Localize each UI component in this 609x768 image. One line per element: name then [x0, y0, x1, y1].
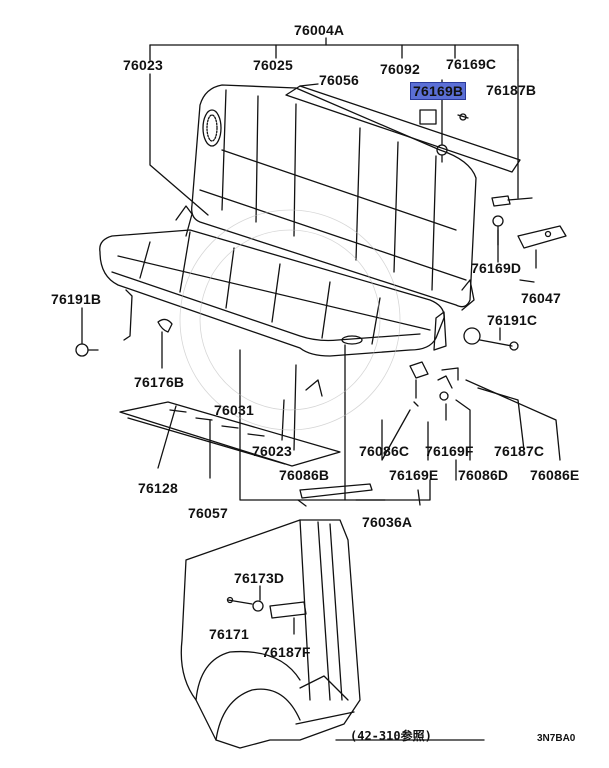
- part-label-76025[interactable]: 76025: [253, 57, 293, 73]
- figure-code: 3N7BA0: [537, 733, 576, 744]
- part-label-76004a[interactable]: 76004A: [294, 22, 345, 38]
- part-label-76047[interactable]: 76047: [521, 290, 561, 306]
- part-label-76056[interactable]: 76056: [319, 72, 359, 88]
- part-label-76086c[interactable]: 76086C: [359, 443, 410, 459]
- part-label-76191b[interactable]: 76191B: [51, 291, 102, 307]
- part-label-76169f[interactable]: 76169F: [425, 443, 474, 459]
- part-label-76169c[interactable]: 76169C: [446, 56, 497, 72]
- part-label-76036a[interactable]: 76036A: [362, 514, 413, 530]
- part-label-76057[interactable]: 76057: [188, 505, 228, 521]
- part-label-76169d[interactable]: 76169D: [471, 260, 522, 276]
- part-label-76031[interactable]: 76031: [214, 402, 254, 418]
- part-label-76169e[interactable]: 76169E: [389, 467, 439, 483]
- reference-note: (42-310参照): [350, 729, 432, 743]
- seat-cushion: [99, 229, 445, 357]
- part-label-76187b[interactable]: 76187B: [486, 82, 537, 98]
- part-label-76187c[interactable]: 76187C: [494, 443, 545, 459]
- part-label-76176b[interactable]: 76176B: [134, 374, 185, 390]
- part-label-76173d[interactable]: 76173D: [234, 570, 285, 586]
- part-label-76023-top[interactable]: 76023: [123, 57, 163, 73]
- seat-back: [191, 84, 477, 308]
- part-label-76171[interactable]: 76171: [209, 626, 249, 642]
- part-label-76086e[interactable]: 76086E: [530, 467, 580, 483]
- part-label-76086b[interactable]: 76086B: [279, 467, 330, 483]
- part-label-76023-mid[interactable]: 76023: [252, 443, 292, 459]
- part-label-76086d[interactable]: 76086D: [458, 467, 509, 483]
- part-label-76092[interactable]: 76092: [380, 61, 420, 77]
- part-label-76187f[interactable]: 76187F: [262, 644, 311, 660]
- part-label-76169b-highlighted[interactable]: 76169B: [410, 82, 467, 100]
- part-label-76191c[interactable]: 76191C: [487, 312, 538, 328]
- part-label-76128[interactable]: 76128: [138, 480, 178, 496]
